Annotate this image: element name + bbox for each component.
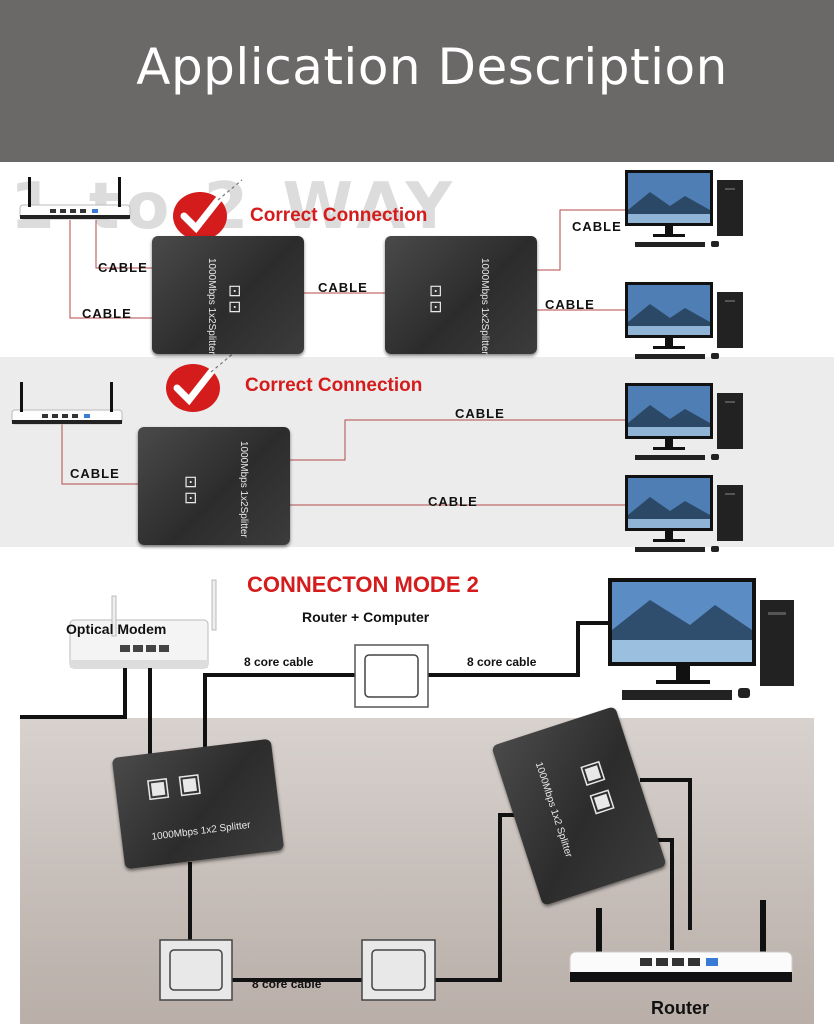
wall-socket-bottom-left-icon bbox=[159, 939, 233, 1001]
modem-label: Optical Modem bbox=[66, 621, 167, 637]
s3-splitter-left: 1000Mbps 1x2 Splitter ▣ ▣ bbox=[111, 738, 285, 870]
s2-computer-bottom-icon bbox=[625, 475, 743, 552]
network-icon: ⊡⊡ bbox=[228, 283, 242, 316]
mode-title: CONNECTON MODE 2 bbox=[247, 572, 479, 597]
s2-computer-top-icon bbox=[625, 383, 743, 460]
mode-subtitle: Router + Computer bbox=[302, 609, 430, 625]
splitter-label: 1000Mbps 1x2 Splitter bbox=[151, 819, 252, 843]
optical-modem-icon bbox=[69, 579, 217, 669]
s2-router-icon bbox=[11, 381, 123, 425]
cable-label-left: 8 core cable bbox=[244, 655, 314, 669]
splitter-label: 1000Mbps 1x2Splitter bbox=[479, 258, 490, 355]
s1-splitter-left: 1000Mbps 1x2Splitter ⊡⊡ bbox=[152, 236, 304, 355]
s1-correct-connection: Correct Connection bbox=[250, 205, 428, 226]
s2-correct-connection: Correct Connection bbox=[245, 375, 423, 396]
s3-router-icon bbox=[569, 900, 793, 982]
s1-splitter-right: 1000Mbps 1x2Splitter ⊡⊡ bbox=[385, 236, 537, 355]
splitter-label: 1000Mbps 1x2 Splitter bbox=[532, 760, 575, 859]
s1-cable-label-2: CABLE bbox=[82, 306, 132, 321]
router-label: Router bbox=[651, 998, 709, 1018]
s2-checkmark-badge-icon bbox=[166, 352, 235, 412]
port-icon: ▣▣ bbox=[575, 753, 618, 818]
cable-label-bottom: 8 core cable bbox=[252, 977, 322, 991]
network-icon: ⊡⊡ bbox=[184, 474, 198, 507]
port-icon: ▣ ▣ bbox=[143, 766, 204, 804]
cable-label-right: 8 core cable bbox=[467, 655, 537, 669]
s3-computer-icon bbox=[608, 578, 794, 700]
s1-router-icon bbox=[19, 176, 131, 220]
network-icon: ⊡⊡ bbox=[429, 283, 443, 316]
wall-socket-bottom-right-icon bbox=[361, 939, 436, 1001]
s2-cable-label-2: CABLE bbox=[455, 406, 505, 421]
s2-cable-label-3: CABLE bbox=[428, 494, 478, 509]
splitter-label: 1000Mbps 1x2Splitter bbox=[206, 258, 217, 355]
header-banner: Application Description bbox=[0, 0, 834, 162]
s1-cables bbox=[69, 209, 625, 319]
s2-splitter: 1000Mbps 1x2Splitter ⊡⊡ bbox=[138, 427, 290, 545]
s2-cable-label-1: CABLE bbox=[70, 466, 120, 481]
s1-cable-label-3: CABLE bbox=[318, 280, 368, 295]
wall-socket-icon bbox=[354, 644, 429, 708]
s1-cable-label-4: CABLE bbox=[572, 219, 622, 234]
s2-cables bbox=[61, 419, 625, 506]
splitter-label: 1000Mbps 1x2Splitter bbox=[238, 441, 249, 538]
page-title: Application Description bbox=[136, 38, 728, 96]
s1-computer-top-icon bbox=[625, 170, 743, 247]
s1-cable-label-1: CABLE bbox=[98, 260, 148, 275]
s1-computer-bottom-icon bbox=[625, 282, 743, 359]
s1-cable-label-5: CABLE bbox=[545, 297, 595, 312]
s1-checkmark-badge-icon bbox=[173, 180, 242, 240]
